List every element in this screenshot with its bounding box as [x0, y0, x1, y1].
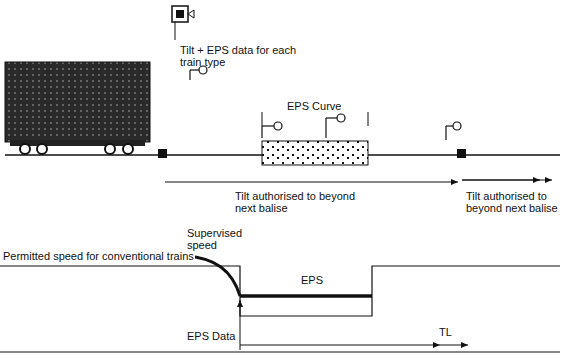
- eps-label: EPS: [300, 274, 324, 286]
- tilt-note: Tilt authorised to beyond next balise: [235, 190, 365, 214]
- data-note: Tilt + EPS data for each train type: [180, 44, 310, 68]
- curve-label: EPS Curve: [286, 100, 342, 112]
- tl-label: TL: [438, 326, 453, 338]
- tilt-note: Tilt authorised to beyond next balise: [466, 190, 561, 214]
- data-label: EPS Data: [186, 330, 236, 342]
- speed-label: Permitted speed for conventional trains: [2, 250, 195, 262]
- speed-label: Supervised speed: [186, 227, 248, 251]
